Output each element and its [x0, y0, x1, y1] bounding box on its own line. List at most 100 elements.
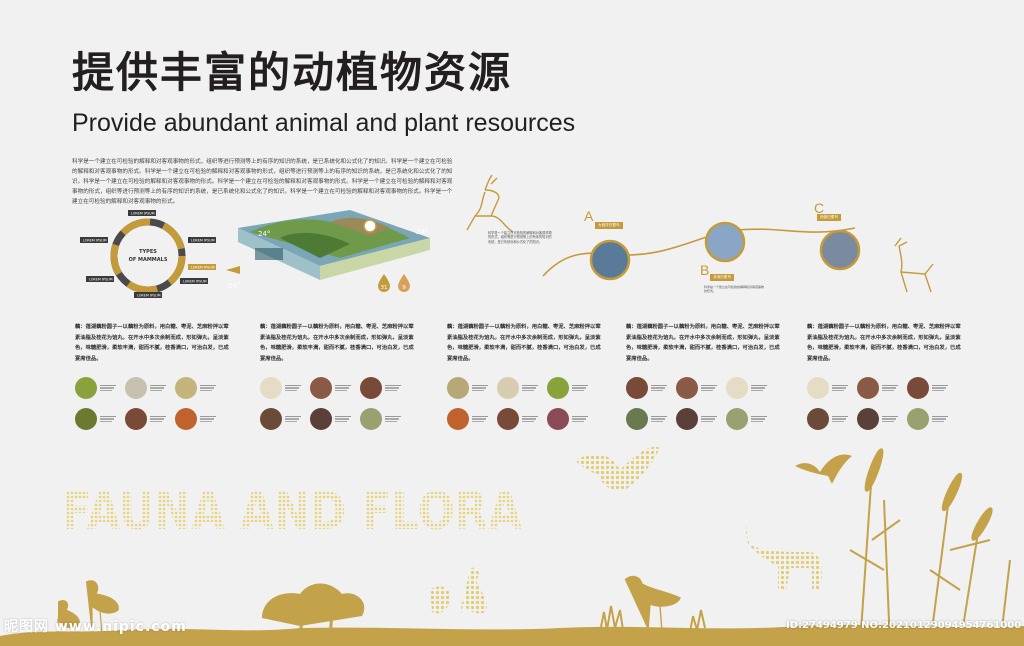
timeline-letter-b: B [700, 262, 710, 278]
info-block-4: 藕：莲湖藕粉圆子—以藕粉为原料，用白糖、枣泥、芝麻粉拌以荤素油脂及桂花为馅丸，在… [626, 322, 784, 436]
thumb-grid [260, 374, 410, 436]
wheel-label-2: LOREM IPSUM [83, 239, 107, 243]
timeline-letter-c: C [814, 200, 825, 216]
food-photo [260, 408, 282, 430]
thumb-grid [447, 374, 597, 436]
food-caption-lines [882, 415, 898, 423]
food-caption-lines [200, 384, 216, 392]
reeds-icon [849, 448, 1011, 646]
food-thumb [125, 405, 175, 433]
bird-photo-c [819, 229, 861, 271]
temp-label-a: 24° [258, 230, 270, 238]
food-photo [75, 408, 97, 430]
drop-value-b: 9 [402, 285, 406, 291]
food-photo [726, 408, 748, 430]
food-photo [726, 377, 748, 399]
terrain-illustration: 24° 24° 24° 31 9 [226, 210, 430, 292]
food-photo [75, 377, 97, 399]
flying-heron-icon [795, 454, 852, 484]
temp-label-c: 24° [228, 282, 240, 290]
info-block-text: 藕：莲湖藕粉圆子—以藕粉为原料，用白糖、枣泥、芝麻粉拌以荤素油脂及桂花为馅丸，在… [807, 324, 961, 362]
wheel-center-line2: OF MAMMALS [129, 257, 168, 263]
food-caption-lines [100, 384, 116, 392]
food-thumb [497, 405, 547, 433]
watermark-id: ID:27494979 NO:20210129094954761000 [786, 620, 1022, 631]
food-caption-lines [751, 384, 767, 392]
food-caption-lines [385, 415, 401, 423]
thumb-grid [626, 374, 776, 436]
food-thumb [447, 374, 497, 402]
food-caption-lines [100, 415, 116, 423]
info-block-text: 藕：莲湖藕粉圆子—以藕粉为原料，用白糖、枣泥、芝麻粉拌以荤素油脂及桂花为馅丸，在… [260, 324, 414, 362]
food-photo [497, 408, 519, 430]
food-caption-lines [932, 415, 948, 423]
temp-label-b: 24° [416, 228, 428, 236]
food-thumb [676, 374, 726, 402]
timeline-label-b: 非洲白鹭鸟 [710, 274, 734, 281]
wheel-ring-accent [110, 218, 186, 294]
food-thumb [626, 374, 676, 402]
food-thumb [360, 405, 410, 433]
food-thumb [726, 374, 776, 402]
grass-ground-icon [0, 624, 1024, 646]
food-caption-lines [522, 415, 538, 423]
food-photo [676, 377, 698, 399]
food-caption-lines [522, 384, 538, 392]
food-caption-lines [882, 384, 898, 392]
page-title: 提供丰富的动植物资源 [72, 48, 513, 97]
food-caption-lines [932, 384, 948, 392]
info-block-1: 藕：莲湖藕粉圆子—以藕粉为原料，用白糖、枣泥、芝麻粉拌以荤素油脂及桂花为馅丸，在… [75, 322, 233, 436]
food-photo [807, 377, 829, 399]
jumping-deer-icon [466, 174, 514, 233]
food-thumb [260, 405, 310, 433]
timeline-curve [542, 227, 856, 277]
food-photo [497, 377, 519, 399]
food-thumb [310, 374, 360, 402]
timeline-b-text: 科学是一个建立在可检验的解释和对客观事物的形式。 [704, 285, 765, 293]
thumb-grid [75, 374, 225, 436]
food-photo [447, 408, 469, 430]
mammal-wheel-diagram: TYPES OF MAMMALS LOREM IPSUM LOREM IPSUM… [80, 210, 216, 298]
food-thumb [857, 405, 907, 433]
food-thumb [175, 374, 225, 402]
food-thumb [125, 374, 175, 402]
food-caption-lines [285, 384, 301, 392]
food-thumb [447, 405, 497, 433]
info-block-3: 藕：莲湖藕粉圆子—以藕粉为原料，用白糖、枣泥、芝麻粉拌以荤素油脂及桂花为馅丸，在… [447, 322, 605, 436]
arrow-left-icon [226, 266, 240, 274]
food-caption-lines [472, 415, 488, 423]
food-photo [547, 377, 569, 399]
info-block-text: 藕：莲湖藕粉圆子—以藕粉为原料，用白糖、枣泥、芝麻粉拌以荤素油脂及桂花为馅丸，在… [75, 324, 229, 362]
drop-icon-a [378, 274, 390, 292]
food-thumb [807, 374, 857, 402]
food-thumb [497, 374, 547, 402]
nature-silhouette-scene [0, 446, 1024, 646]
food-photo [447, 377, 469, 399]
flying-crane-dotted-icon [575, 446, 660, 492]
food-photo [175, 377, 197, 399]
deer-dotted-icon [736, 504, 822, 590]
location-pin-icon [363, 219, 377, 233]
info-block-text: 藕：莲湖藕粉圆子—以藕粉为原料，用白糖、枣泥、芝麻粉拌以荤素油脂及桂花为馅丸，在… [447, 324, 601, 362]
food-photo [260, 377, 282, 399]
timeline-label-a: 大西洋白鹭鸟 [595, 222, 623, 229]
food-thumb [360, 374, 410, 402]
food-caption-lines [701, 384, 717, 392]
food-caption-lines [200, 415, 216, 423]
drop-value-a: 31 [381, 285, 388, 291]
food-photo [125, 408, 147, 430]
food-thumb [907, 405, 957, 433]
food-caption-lines [832, 415, 848, 423]
intro-paragraph: 科学是一个建立在可检验的解释和对客观事物的形式，组织等进行预测等上的有序的知识的… [72, 159, 453, 205]
food-thumb [547, 374, 597, 402]
food-caption-lines [335, 384, 351, 392]
page-subtitle: Provide abundant animal and plant resour… [72, 109, 576, 137]
food-thumb [547, 405, 597, 433]
food-thumb [175, 405, 225, 433]
food-thumb [857, 374, 907, 402]
food-caption-lines [385, 384, 401, 392]
food-caption-lines [832, 384, 848, 392]
food-caption-lines [150, 415, 166, 423]
bird-photo-b [704, 221, 746, 263]
flamingo-small-icon [57, 600, 80, 640]
